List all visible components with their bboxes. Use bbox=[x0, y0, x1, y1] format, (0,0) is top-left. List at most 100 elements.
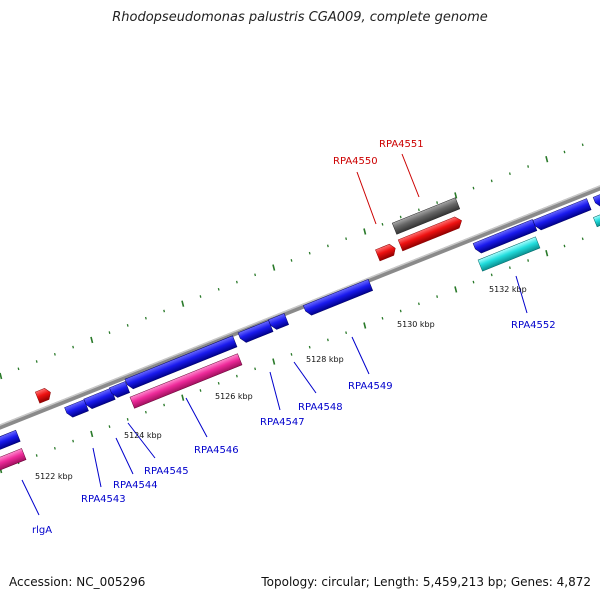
inner-track-tick bbox=[527, 259, 530, 262]
outer-track-tick bbox=[35, 360, 38, 363]
gene-label-RPA4548[interactable]: RPA4548 bbox=[298, 402, 343, 413]
gene-RPA4545-feature[interactable] bbox=[109, 381, 130, 398]
gene-label-RPA4545[interactable]: RPA4545 bbox=[144, 466, 189, 477]
inner-track-tick bbox=[290, 353, 293, 356]
genome-backbone bbox=[0, 185, 600, 430]
connector-RPA4547 bbox=[269, 371, 281, 411]
accession-text: Accession: NC_005296 bbox=[9, 575, 146, 589]
gene-RPA4552-feature[interactable] bbox=[477, 236, 541, 272]
connector-RPA4543 bbox=[92, 447, 102, 488]
gene-label-RPA4550[interactable]: RPA4550 bbox=[333, 156, 378, 167]
outer-track-tick bbox=[126, 324, 129, 327]
gene-RPA4546-feature[interactable] bbox=[129, 353, 243, 409]
gene-rlgA-blue-feature[interactable] bbox=[0, 429, 21, 453]
inner-track-tick bbox=[399, 309, 402, 313]
inner-track-tick bbox=[454, 286, 458, 293]
gene-label-RPA4549[interactable]: RPA4549 bbox=[348, 381, 393, 392]
genome-backbone-highlight bbox=[0, 185, 600, 426]
outer-track-tick bbox=[144, 316, 147, 320]
gene-label-RPA4544[interactable]: RPA4544 bbox=[113, 480, 158, 491]
outer-track-tick bbox=[272, 264, 276, 271]
inner-track-tick bbox=[272, 358, 276, 365]
outer-track-tick bbox=[363, 228, 367, 235]
gene-RPA4546-blue-feature[interactable] bbox=[124, 335, 238, 391]
outer-track-tick bbox=[72, 345, 75, 349]
connector-RPA4550 bbox=[356, 171, 377, 225]
gene-RPA4548-feature[interactable] bbox=[268, 313, 289, 330]
outer-track-tick bbox=[326, 244, 329, 248]
gene-RPA4544-feature[interactable] bbox=[83, 387, 116, 410]
outer-track-tick bbox=[163, 309, 166, 313]
gene-blue-edge-feature[interactable] bbox=[592, 191, 600, 209]
scale-label-5124: 5124 kbp bbox=[124, 431, 162, 440]
connector-RPA4549 bbox=[351, 336, 370, 375]
gene-label-RPA4543[interactable]: RPA4543 bbox=[81, 494, 126, 505]
scale-label-5128: 5128 kbp bbox=[306, 355, 344, 364]
inner-track-tick bbox=[490, 273, 493, 277]
map-title: Rhodopseudomonas palustris CGA009, compl… bbox=[112, 10, 488, 25]
outer-track-tick bbox=[53, 352, 56, 356]
gene-RPA4551-feature[interactable] bbox=[397, 215, 464, 252]
inner-track-tick bbox=[126, 418, 129, 421]
gene-RPA4551-gray-feature[interactable] bbox=[391, 197, 461, 235]
outer-track-tick bbox=[545, 156, 549, 163]
inner-track-tick bbox=[563, 244, 566, 248]
outer-track-tick bbox=[417, 208, 420, 212]
gene-RPA4550-feature[interactable] bbox=[375, 243, 397, 262]
outer-track-tick bbox=[345, 237, 348, 241]
outer-track-tick bbox=[454, 192, 458, 199]
gene-RPA4549-feature[interactable] bbox=[302, 279, 374, 316]
inner-track-tick bbox=[235, 374, 238, 378]
gene-cyan-edge-feature[interactable] bbox=[593, 212, 600, 228]
inner-track-tick bbox=[308, 345, 311, 349]
inner-track-tick bbox=[181, 394, 185, 401]
gene-red-small-feature[interactable] bbox=[34, 387, 52, 404]
inner-track-tick bbox=[199, 389, 202, 392]
outer-track-tick bbox=[181, 300, 185, 307]
connector-RPA4544 bbox=[115, 437, 134, 475]
scale-label-5122: 5122 kbp bbox=[35, 472, 73, 481]
outer-track-tick bbox=[399, 215, 402, 219]
outer-track-tick bbox=[290, 259, 293, 262]
gene-label-RPA4547[interactable]: RPA4547 bbox=[260, 417, 305, 428]
inner-tick-track bbox=[0, 230, 600, 474]
outer-track-tick bbox=[0, 372, 3, 380]
outer-track-tick bbox=[581, 143, 584, 147]
scale-label-5130: 5130 kbp bbox=[397, 320, 435, 329]
outer-track-tick bbox=[90, 336, 94, 344]
gene-blue-far-right-feature[interactable] bbox=[532, 198, 592, 232]
inner-track-tick bbox=[163, 403, 166, 407]
inner-track-tick bbox=[326, 338, 329, 342]
outer-track-tick bbox=[527, 165, 530, 168]
inner-track-tick bbox=[508, 266, 511, 270]
outer-track-tick bbox=[217, 287, 220, 291]
inner-track-tick bbox=[436, 295, 439, 298]
gene-label-RPA4546[interactable]: RPA4546 bbox=[194, 445, 239, 456]
gene-label-RPA4552[interactable]: RPA4552 bbox=[511, 320, 556, 331]
outer-track-tick bbox=[17, 367, 20, 371]
inner-track-tick bbox=[254, 367, 257, 371]
connector-RPA4545 bbox=[127, 422, 156, 459]
outer-track-tick bbox=[436, 201, 439, 204]
inner-track-tick bbox=[581, 237, 584, 241]
gene-rlgA-feature[interactable] bbox=[0, 448, 27, 473]
connector-RPA4548 bbox=[293, 361, 317, 394]
gene-label-rlgA[interactable]: rlgA bbox=[32, 525, 52, 536]
outer-track-tick bbox=[508, 172, 511, 176]
connector-RPA4552 bbox=[515, 275, 528, 314]
scale-label-5132: 5132 kbp bbox=[489, 285, 527, 294]
outer-track-tick bbox=[490, 179, 493, 183]
gene-RPA4543-feature[interactable] bbox=[64, 399, 89, 419]
inner-track-tick bbox=[90, 430, 94, 438]
gene-labels: rlgA RPA4543 RPA4544 RPA4545 RPA4546 RPA… bbox=[32, 139, 556, 536]
gene-blue-4552-upper-feature[interactable] bbox=[472, 219, 538, 254]
inner-track-tick bbox=[545, 250, 549, 257]
scale-label-5126: 5126 kbp bbox=[215, 392, 253, 401]
inner-track-tick bbox=[363, 322, 367, 329]
gene-label-RPA4551[interactable]: RPA4551 bbox=[379, 139, 424, 150]
inner-track-tick bbox=[144, 410, 147, 414]
inner-track-tick bbox=[108, 425, 111, 428]
gene-RPA4547-feature[interactable] bbox=[237, 320, 274, 343]
